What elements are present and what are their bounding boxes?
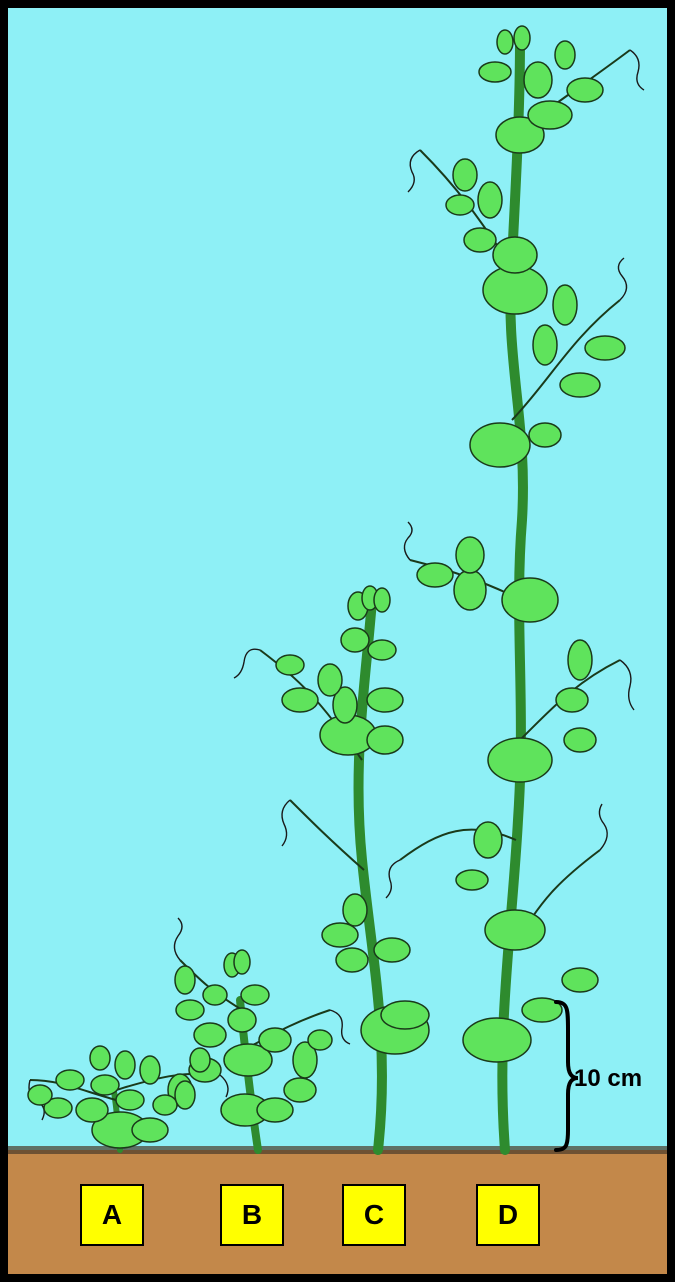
leaves [28,26,625,1148]
soil-surface [8,1146,667,1154]
scale-label: 10 cm [574,1065,642,1093]
plant-label-a: A [80,1184,144,1246]
plant-label-b: B [220,1184,284,1246]
plant-label-c: C [342,1184,406,1246]
plant-label-d: D [476,1184,540,1246]
stem-plant-c [359,600,382,1150]
